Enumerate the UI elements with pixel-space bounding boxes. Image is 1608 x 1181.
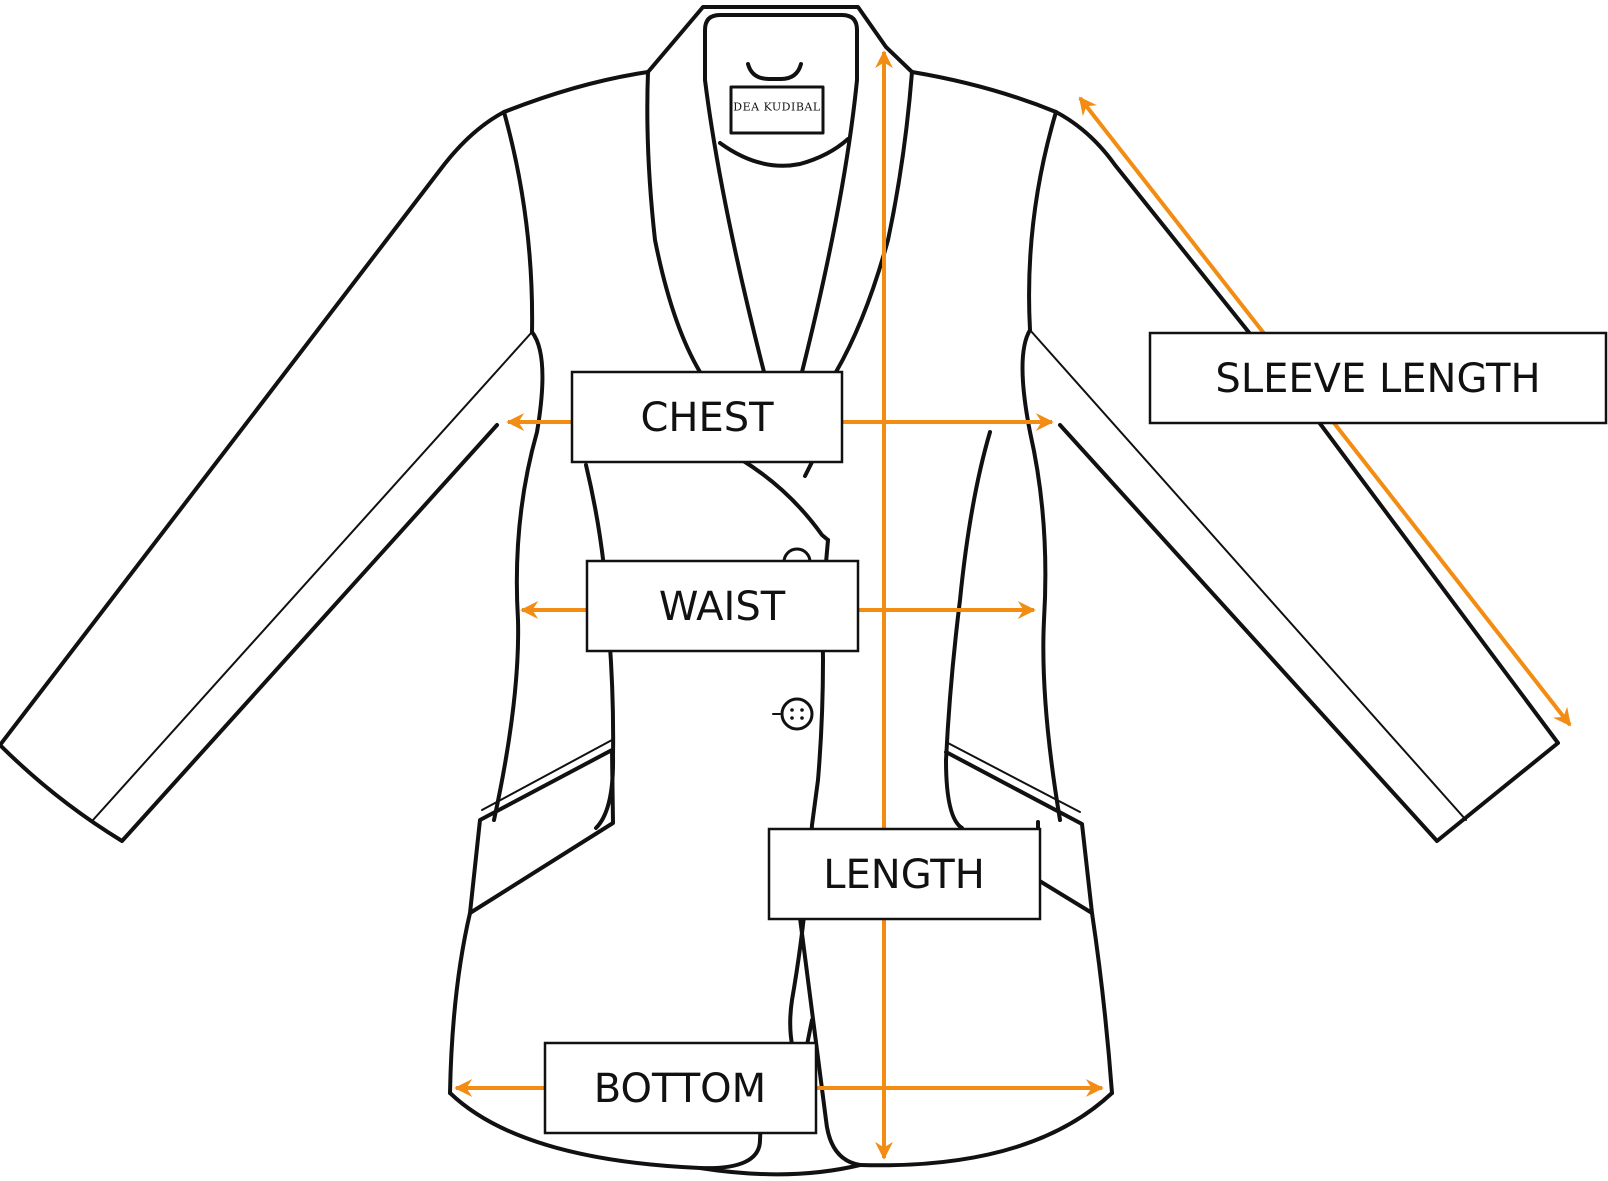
sleeve-length-label-box bbox=[1148, 331, 1608, 425]
lapel-crossover-edge bbox=[803, 460, 814, 478]
bottom-label-box bbox=[543, 1041, 818, 1135]
hem-right-curve bbox=[858, 1091, 1114, 1168]
brand-tag-text: DEA KUDIBAL bbox=[733, 101, 821, 114]
waist-label: WAIST bbox=[585, 559, 860, 653]
right-shoulder bbox=[910, 70, 1058, 114]
left-sleeve-outer bbox=[0, 110, 506, 843]
right-lower-body bbox=[1090, 911, 1114, 1095]
left-lapel-outer bbox=[645, 70, 702, 374]
sleeve-length-label: SLEEVE LENGTH bbox=[1148, 331, 1608, 425]
lapel-crossover bbox=[740, 458, 830, 542]
bottom-label: BOTTOM bbox=[543, 1041, 818, 1135]
sleeve-length-label-text: SLEEVE LENGTH bbox=[1215, 356, 1540, 402]
bottom-label-text: BOTTOM bbox=[594, 1066, 766, 1112]
length-label-text: LENGTH bbox=[823, 852, 985, 898]
back-neck-arc bbox=[746, 62, 803, 81]
left-pocket-flap bbox=[468, 748, 615, 915]
inner-collar bbox=[703, 13, 859, 82]
right-princess-seam bbox=[944, 430, 992, 830]
right-lapel-inner bbox=[800, 78, 859, 374]
waist-label-box bbox=[585, 559, 860, 653]
left-lapel-inner bbox=[703, 78, 766, 374]
inner-neckline bbox=[718, 137, 850, 168]
lower-button bbox=[772, 697, 814, 731]
left-lower-body bbox=[448, 911, 472, 1095]
left-pocket-welt bbox=[481, 739, 613, 811]
collar-band bbox=[646, 5, 914, 74]
left-shoulder bbox=[502, 70, 650, 114]
left-body-side bbox=[492, 330, 545, 822]
left-sleeve-seam bbox=[92, 331, 533, 821]
hem-bottom bbox=[698, 1163, 862, 1177]
waist-label-text: WAIST bbox=[659, 584, 786, 630]
brand-label bbox=[729, 85, 825, 135]
left-armhole bbox=[502, 110, 535, 334]
chest-label-box bbox=[570, 370, 844, 464]
length-label: LENGTH bbox=[767, 827, 1042, 921]
chest-label-text: CHEST bbox=[640, 395, 774, 441]
right-armhole bbox=[1027, 110, 1058, 332]
right-lapel-outer bbox=[834, 70, 914, 374]
chest-label: CHEST bbox=[570, 370, 844, 464]
length-label-box bbox=[767, 827, 1042, 921]
right-body-side bbox=[1020, 328, 1062, 822]
right-pocket-welt bbox=[945, 741, 1081, 813]
right-sleeve-outer bbox=[1054, 110, 1560, 843]
